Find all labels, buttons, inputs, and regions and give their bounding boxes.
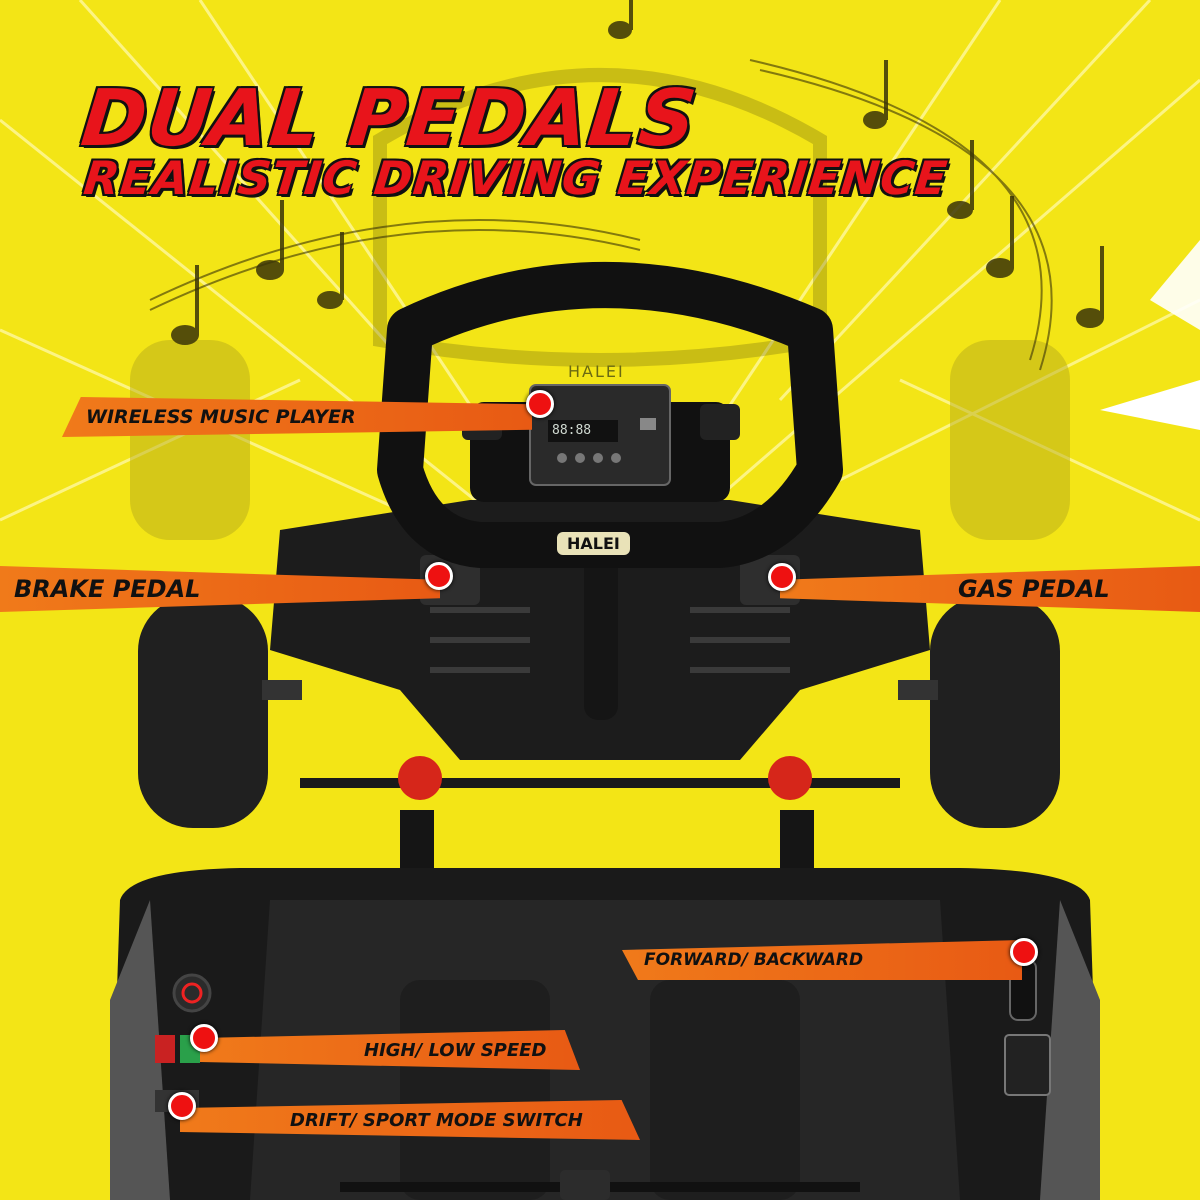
callout-music-player-label: WIRELESS MUSIC PLAYER [86, 406, 356, 428]
callout-high-low-speed: HIGH/ LOW SPEED [200, 1030, 580, 1070]
power-icon [172, 973, 212, 1013]
callout-drift-sport-mode-label: DRIFT/ SPORT MODE SWITCH [290, 1109, 583, 1131]
callout-gas-pedal-label: GAS PEDAL [958, 575, 1110, 603]
music-player-display: 88:88 [552, 423, 592, 438]
ghost-steering-wheel-icon [373, 68, 827, 367]
steering-wheel-icon [377, 262, 843, 568]
right-front-wheel [930, 596, 1060, 828]
marker-dot-music [526, 390, 554, 418]
callout-drift-sport-mode: DRIFT/ SPORT MODE SWITCH [180, 1100, 640, 1140]
ghost-brand-label: HALEI [568, 362, 625, 381]
music-notes-icon [171, 0, 1104, 345]
marker-dot-mode [168, 1092, 196, 1120]
headline-subtitle: REALISTIC DRIVING EXPERIENCE [81, 151, 951, 205]
callout-brake-pedal-label: BRAKE PEDAL [14, 575, 201, 603]
headline-title: DUAL PEDALS [77, 74, 701, 164]
steering-wheel-brand-badge: HALEI [557, 532, 630, 555]
callout-forward-backward: FORWARD/ BACKWARD [622, 940, 1022, 980]
marker-dot-gas [768, 563, 796, 591]
callout-high-low-speed-label: HIGH/ LOW SPEED [364, 1039, 547, 1061]
callout-forward-backward-label: FORWARD/ BACKWARD [644, 950, 864, 970]
marker-dot-brake [425, 562, 453, 590]
right-steering-knob [768, 756, 812, 800]
callout-gas-pedal: GAS PEDAL [780, 566, 1200, 612]
callout-brake-pedal: BRAKE PEDAL [0, 566, 440, 612]
marker-dot-speed [190, 1024, 218, 1052]
marker-dot-direction [1010, 938, 1038, 966]
left-front-wheel [138, 596, 268, 828]
callout-music-player: WIRELESS MUSIC PLAYER [62, 397, 532, 437]
left-steering-knob [398, 756, 442, 800]
